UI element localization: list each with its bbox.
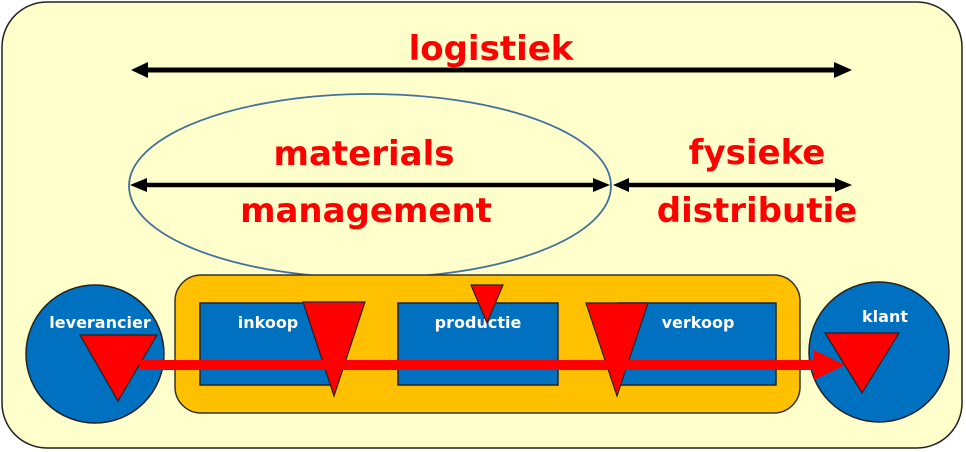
customer-label: klant [862,307,908,326]
department-label-inkoop: inkoop [238,313,299,332]
fysieke-label: fysieke [689,133,826,173]
logistiek-label: logistiek [409,29,575,69]
logistiek-span-arrow [131,62,852,78]
department-label-productie: productie [435,313,522,332]
inventory-triangle-verkoop [585,302,649,398]
inventory-triangle-customer [823,332,901,395]
distributie-label: distributie [657,191,857,231]
materials-management-span-arrow [130,178,610,192]
inventory-triangle-supplier [78,334,159,403]
management-label: management [240,191,492,231]
department-box-verkoop [617,302,777,386]
supplier-label: leverancier [49,313,151,332]
inventory-triangle-productie [470,284,504,325]
inventory-triangle-inkoop [302,301,366,398]
fysieke-distributie-span-arrow [613,178,852,192]
materials-label: materials [274,134,455,174]
department-label-verkoop: verkoop [662,313,735,332]
goods-flow-arrow [140,350,845,380]
